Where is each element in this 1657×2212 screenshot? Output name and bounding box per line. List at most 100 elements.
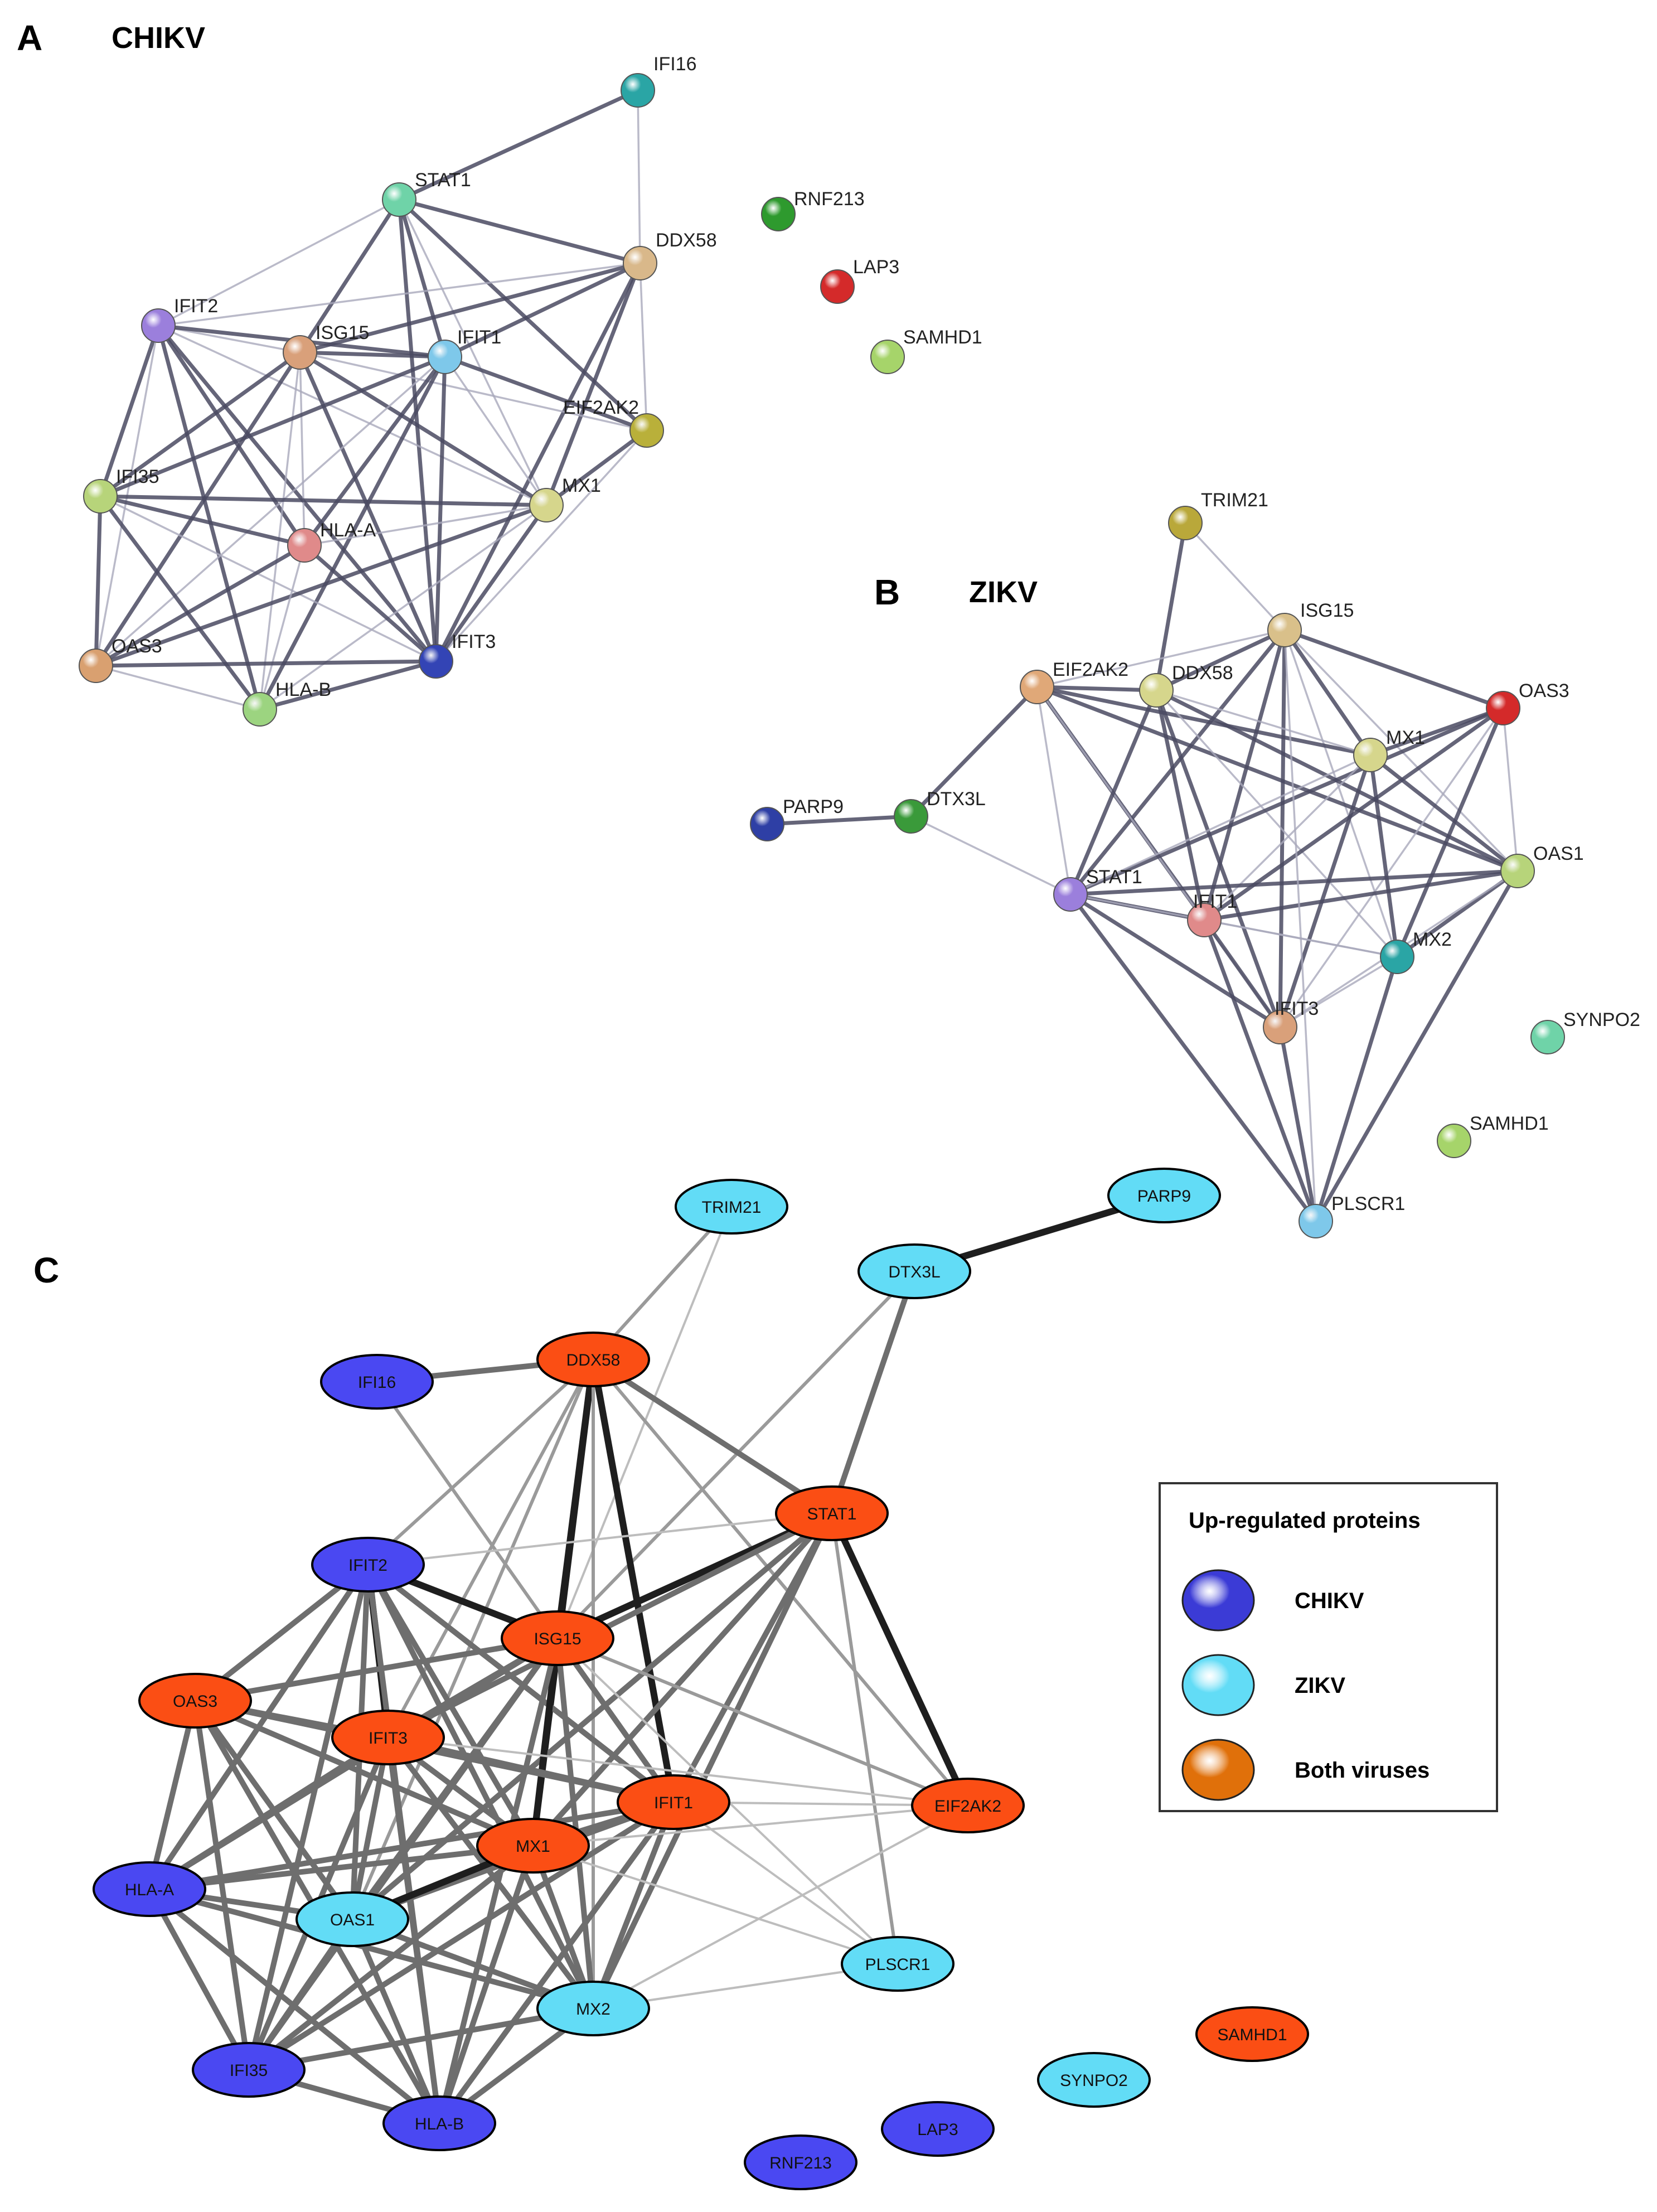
node-ellipse [881,2101,995,2157]
node-mx1: MX1 [476,1818,590,1874]
node-label: OAS3 [112,636,162,657]
node-label: EIF2AK2 [563,397,639,418]
node-label: IFIT1 [1193,891,1237,912]
edge-mx1-hla-b [259,504,548,710]
node-sphere [623,246,657,280]
edge-stat1-mx1 [398,199,548,506]
node-label: IFIT3 [1275,998,1319,1019]
node-ifi35: IFI35 [192,2042,306,2098]
node-plscr1: PLSCR1 [1299,1193,1405,1238]
edge-ifi35-oas3 [94,494,103,668]
edge-mx1-plscr1 [532,1845,899,1965]
edge-eif2ak2-mx1 [544,428,649,507]
node-sphere [79,648,113,683]
edge-stat1-mx1 [530,1511,835,1848]
edge-mx1-hla-a [303,504,548,546]
node-sphere [419,644,453,679]
edge-ddx58-mx1 [544,261,642,507]
node-lap3: LAP3 [820,256,899,304]
edge-ifit1-ifit3 [1202,918,1282,1029]
node-eif2ak2: EIF2AK2 [563,397,664,448]
edge-ifi16-stat1 [397,88,640,202]
panel-b-title: ZIKV [969,575,1038,609]
edge-mx1-mx2 [1368,753,1399,959]
node-isg15: ISG15 [1267,600,1354,647]
node-label: OAS3 [1519,680,1569,701]
legend-item-zikv: ZIKV [1181,1654,1345,1716]
panel-b-letter: B [874,572,900,612]
node-label: OAS1 [330,1911,375,1929]
edge-mx1-oas1 [1368,753,1520,873]
node-hla-a: HLA-A [287,520,376,563]
edge-ddx58-stat1 [590,1357,835,1516]
edge-eif2ak2-mx1 [1035,685,1373,757]
node-ellipse [1195,2006,1309,2062]
edge-stat1-ifit3 [1068,892,1282,1029]
edge-isg15-oas3 [1282,628,1505,710]
edge-ifit1-plscr1 [672,1801,899,1965]
edge-ddx58-stat1 [1068,688,1159,897]
node-label: IFI16 [653,54,696,75]
node-ellipse [744,2134,857,2190]
node-sphere [629,413,664,448]
node-ifit3: IFIT3 [331,1710,445,1765]
node-oas3: OAS3 [1486,680,1569,725]
edge-eif2ak2-ifit3 [435,429,648,662]
node-label: IFI35 [230,2061,268,2080]
edge-ifi16-ddx58 [637,89,641,264]
legend-swatch [1181,1654,1255,1716]
edge-hla-a-mx2 [147,1886,596,2011]
node-sphere [1020,670,1054,704]
edge-mx1-oas3 [94,503,549,668]
edge-mx1-eif2ak2 [532,1804,969,1847]
node-ddx58: DDX58 [623,230,717,280]
edge-isg15-mx1 [1282,628,1373,757]
edge-trim21-isg15 [1184,522,1286,631]
node-oas3: OAS3 [138,1673,252,1729]
edge-ifit1-eif2ak2 [443,355,649,433]
edge-ddx58-ifit2 [366,1358,595,1566]
node-hla-b: HLA-B [243,679,331,727]
node-ellipse [295,1891,409,1947]
edge-isg15-ifit1 [298,350,447,359]
edge-mx1-hla-a [147,1843,536,1892]
node-ddx58: DDX58 [536,1332,650,1387]
edge-isg15-stat1 [1068,628,1287,897]
edge-isg15-eif2ak2 [299,351,648,432]
edge-mx2-ifit3 [1279,956,1398,1028]
edge-mx2-plscr1 [1314,955,1399,1223]
edge-oas3-hla-a [147,1698,198,1892]
node-ellipse [911,1778,1025,1833]
edge-oas3-oas1 [1502,707,1519,872]
node-ellipse [841,1936,955,1992]
edge-ddx58-mx1 [1155,689,1372,756]
panel-c-letter: C [33,1250,59,1290]
node-ddx58: DDX58 [1139,662,1233,708]
node-sphere [894,799,928,834]
node-sphere [529,488,564,522]
node-ellipse [857,1243,971,1299]
node-ellipse [501,1610,614,1666]
node-ellipse [536,1332,650,1387]
node-oas1: OAS1 [295,1891,409,1947]
node-label: STAT1 [807,1505,857,1523]
legend-item-both-viruses: Both viruses [1181,1739,1430,1801]
node-label: LAP3 [917,2121,958,2139]
node-rnf213: RNF213 [761,188,865,231]
node-label: DTX3L [888,1263,940,1281]
edge-mx1-ifit3 [434,503,549,664]
panel-a-title: CHIKV [112,21,205,55]
edge-ifit1-ifit3 [434,355,447,664]
node-label: MX1 [1386,727,1425,748]
edge-ddx58-eif2ak2 [592,1358,970,1807]
edge-ifit1-hla-b [258,355,447,711]
panel-a-edges [94,88,649,711]
edge-ddx58-eif2ak2 [639,262,648,432]
node-label: OAS1 [1533,843,1584,864]
edge-mx2-eif2ak2 [592,1804,969,2010]
edge-ifit2-mx2 [365,1562,596,2011]
